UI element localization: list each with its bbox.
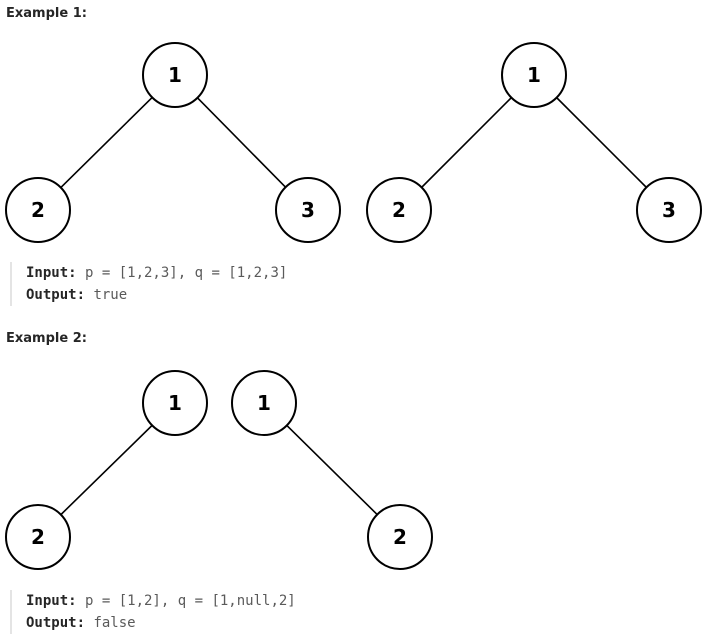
- input-value: p = [1,2], q = [1,null,2]: [76, 593, 296, 609]
- node-label: 1: [257, 391, 271, 415]
- node-label: 2: [31, 198, 45, 222]
- tree-edge: [60, 96, 153, 189]
- tree-node: 3: [636, 177, 702, 243]
- input-line: Input: p = [1,2], q = [1,null,2]: [26, 590, 296, 612]
- example-2-diagram: 12 12: [5, 370, 433, 570]
- input-label: Input:: [26, 265, 77, 281]
- node-circle: [636, 177, 702, 243]
- tree-node: 2: [5, 177, 71, 243]
- output-value: false: [85, 615, 136, 631]
- node-label: 3: [301, 198, 315, 222]
- tree-node: 2: [367, 504, 433, 570]
- node-circle: [367, 504, 433, 570]
- tree-node: 2: [5, 504, 71, 570]
- node-label: 1: [527, 63, 541, 87]
- output-label: Output:: [26, 287, 86, 303]
- output-value: true: [85, 287, 128, 303]
- node-label: 2: [393, 525, 407, 549]
- tree-q: 12: [231, 370, 433, 570]
- node-label: 3: [662, 198, 676, 222]
- example-1-diagram: 1 2 3 1 2 3: [5, 42, 702, 243]
- output-line: Output: false: [26, 612, 296, 634]
- tree-node: 1: [142, 370, 208, 436]
- output-label: Output:: [26, 615, 86, 631]
- node-label: 2: [31, 525, 45, 549]
- input-label: Input:: [26, 593, 77, 609]
- tree-node: 1: [501, 42, 567, 108]
- example-2-code: Input: p = [1,2], q = [1,null,2] Output:…: [10, 590, 296, 634]
- tree-node: 1: [142, 42, 208, 108]
- tree-node: 2: [366, 177, 432, 243]
- tree-p: 12: [5, 370, 208, 570]
- node-circle: [366, 177, 432, 243]
- tree-p: 1 2 3: [5, 42, 341, 243]
- example-1-code: Input: p = [1,2,3], q = [1,2,3] Output: …: [10, 262, 287, 306]
- tree-node: 3: [275, 177, 341, 243]
- node-label: 2: [392, 198, 406, 222]
- node-label: 1: [168, 391, 182, 415]
- tree-edge: [60, 424, 153, 516]
- tree-edge: [196, 97, 287, 188]
- tree-node: 1: [231, 370, 297, 436]
- input-line: Input: p = [1,2,3], q = [1,2,3]: [26, 262, 287, 284]
- node-circle: [5, 177, 71, 243]
- example-2-heading: Example 2:: [6, 331, 87, 346]
- node-circle: [275, 177, 341, 243]
- node-circle: [501, 42, 567, 108]
- node-circle: [231, 370, 297, 436]
- node-label: 1: [168, 63, 182, 87]
- input-value: p = [1,2,3], q = [1,2,3]: [76, 265, 288, 281]
- tree-edge: [421, 97, 512, 188]
- example-1-heading: Example 1:: [6, 6, 87, 21]
- node-circle: [5, 504, 71, 570]
- tree-edge: [556, 97, 647, 188]
- tree-q: 1 2 3: [366, 42, 702, 243]
- node-circle: [142, 42, 208, 108]
- tree-edge: [286, 424, 378, 516]
- node-circle: [142, 370, 208, 436]
- output-line: Output: true: [26, 284, 287, 306]
